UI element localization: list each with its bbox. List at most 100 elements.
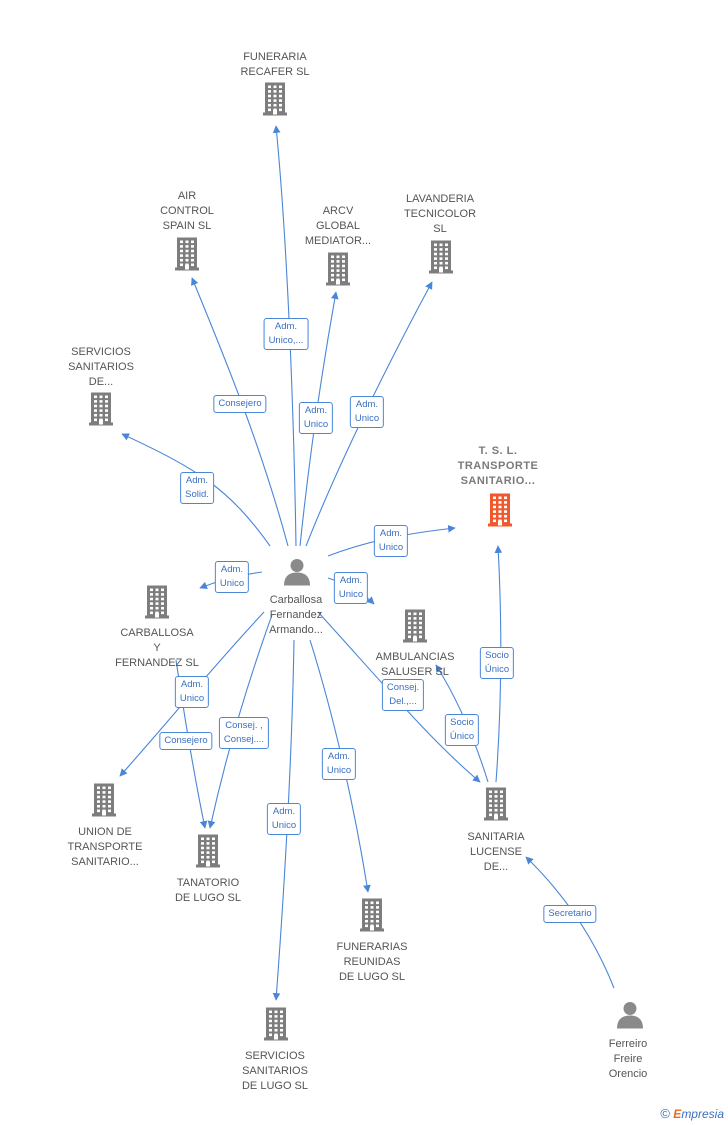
edge-label-lavanderia[interactable]: Adm. Unico [349, 396, 385, 428]
edge-label-sanitaria-ambulancias[interactable]: Socio Único [444, 714, 480, 746]
node-funeraria-recafer[interactable]: FUNERARIA RECAFER SL [240, 50, 309, 80]
edge-label-line: Secretario [548, 908, 592, 919]
edge-label-tanatorio[interactable]: Consej. , Consej.... [218, 717, 270, 749]
building-icon[interactable] [481, 786, 511, 827]
edge-label-line: Unico [219, 578, 245, 589]
edge-label-sanitaria-tsl[interactable]: Socio Único [479, 647, 515, 679]
node-line: SANITARIO... [71, 856, 139, 868]
edge-label-tsl[interactable]: Adm. Unico [373, 525, 409, 557]
node-ferreiro[interactable]: Ferreiro Freire Orencio [609, 1037, 648, 1082]
node-line: Carballosa [269, 594, 323, 606]
node-line: TRANSPORTE [67, 841, 143, 853]
node-line: FERNANDEZ SL [115, 657, 199, 669]
brand-logo-e: E [673, 1107, 682, 1121]
edge-label-line: Adm. [304, 405, 328, 416]
edge-label-servicios-lugo[interactable]: Adm. Unico [266, 803, 302, 835]
node-line: Orencio [608, 1068, 648, 1080]
node-tsl[interactable]: T. S. L. TRANSPORTE SANITARIO... [458, 444, 539, 489]
edge-label-union-consejero[interactable]: Consejero [159, 732, 213, 750]
node-arcv[interactable]: ARCV GLOBAL MEDIATOR... [305, 204, 371, 249]
edge-label-servicios-de[interactable]: Adm. Solid. [180, 472, 214, 504]
edge-label-line: Consej. , [225, 720, 263, 731]
node-line: TRANSPORTE [457, 460, 539, 472]
copyright-icon: © [660, 1106, 670, 1121]
node-line: AIR [177, 190, 197, 202]
node-line: SPAIN SL [162, 220, 212, 232]
node-line: SANITARIOS [68, 361, 134, 373]
edge-label-recafer[interactable]: Adm. Unico,... [263, 318, 309, 350]
building-icon[interactable] [426, 239, 456, 280]
node-line: UNION DE [78, 826, 132, 838]
edge-label-line: Adm. [339, 575, 363, 586]
node-servicios-sanitarios-lugo[interactable]: SERVICIOS SANITARIOS DE LUGO SL [242, 1049, 308, 1094]
edge-label-union-adm[interactable]: Adm. Unico [174, 676, 210, 708]
building-icon[interactable] [261, 1006, 291, 1047]
edge-label-line: Adm. [220, 564, 244, 575]
node-line: SERVICIOS [245, 1050, 305, 1062]
building-icon[interactable] [86, 391, 116, 432]
node-line: Armando... [269, 624, 323, 636]
edge-label-ferreiro-sanitaria[interactable]: Secretario [543, 905, 597, 923]
node-sanitaria-lucense[interactable]: SANITARIA LUCENSE DE... [467, 830, 524, 875]
node-line: Ferreiro [608, 1038, 648, 1050]
node-lavanderia[interactable]: LAVANDERIA TECNICOLOR SL [404, 192, 476, 237]
empresia-copyright: © Empresia [660, 1106, 724, 1121]
edge-label-line: Adm. [185, 475, 209, 486]
node-servicios-sanitarios-de[interactable]: SERVICIOS SANITARIOS DE... [68, 345, 134, 390]
building-icon[interactable] [142, 584, 172, 625]
edge-label-line: Unico [179, 693, 205, 704]
edge-label-carballosa-y-fernandez[interactable]: Adm. Unico [214, 561, 250, 593]
node-line: TECNICOLOR [403, 208, 477, 220]
node-line: GLOBAL [315, 220, 361, 232]
node-union-transporte[interactable]: UNION DE TRANSPORTE SANITARIO... [68, 825, 143, 870]
edge-label-line: Unico,... [268, 335, 304, 346]
building-icon-highlight[interactable] [485, 492, 515, 533]
node-line: DE LUGO SL [241, 1080, 309, 1092]
node-line: CONTROL [160, 205, 214, 217]
edge-label-arcv[interactable]: Adm. Unico [298, 402, 334, 434]
edge-label-line: Unico [303, 419, 329, 430]
edge-label-line: Único [484, 664, 510, 675]
edge-label-line: Unico [326, 765, 352, 776]
building-icon[interactable] [323, 251, 353, 292]
edge-label-line: Consej. [386, 682, 420, 693]
building-icon[interactable] [89, 782, 119, 823]
building-icon[interactable] [357, 897, 387, 938]
node-line: LUCENSE [470, 846, 522, 858]
edge-label-line: Adm. [355, 399, 379, 410]
node-line: MEDIATOR... [304, 235, 372, 247]
edge-label-line: Socio [485, 650, 509, 661]
edge-label-line: Adm. [180, 679, 204, 690]
edge-label-line: Consejero [218, 398, 262, 409]
node-line: SERVICIOS [71, 346, 131, 358]
node-line: DE LUGO SL [174, 892, 242, 904]
node-line: SANITARIOS [242, 1065, 308, 1077]
edge-label-line: Consej.... [223, 734, 265, 745]
node-line: SALUSER SL [381, 666, 449, 678]
node-ambulancias-saluser[interactable]: AMBULANCIAS SALUSER SL [376, 650, 455, 680]
node-center-person[interactable]: Carballosa Fernandez Armando... [269, 593, 323, 638]
edge-label-ambulancias-consej[interactable]: Consej. Del.,... [381, 679, 425, 711]
edge-label-ambulancias[interactable]: Adm. Unico [333, 572, 369, 604]
edge-label-line: Unico [271, 820, 297, 831]
edge-label-funerarias-reunidas[interactable]: Adm. Unico [321, 748, 357, 780]
person-icon[interactable] [615, 1000, 645, 1035]
node-tanatorio[interactable]: TANATORIO DE LUGO SL [175, 876, 241, 906]
edge-label-line: Socio [450, 717, 474, 728]
node-line: ARCV [322, 205, 354, 217]
node-line: LAVANDERIA [405, 193, 475, 205]
node-carballosa-y-fernandez[interactable]: CARBALLOSA Y FERNANDEZ SL [115, 626, 199, 671]
node-line: AMBULANCIAS [375, 651, 455, 663]
building-icon[interactable] [260, 81, 290, 122]
node-line: DE... [88, 376, 114, 388]
building-icon[interactable] [172, 236, 202, 277]
person-icon[interactable] [282, 557, 312, 592]
building-icon[interactable] [193, 833, 223, 874]
edge-label-air-control[interactable]: Consejero [213, 395, 267, 413]
node-line: DE LUGO SL [338, 971, 406, 983]
node-line: Fernandez [269, 609, 323, 621]
node-funerarias-reunidas[interactable]: FUNERARIAS REUNIDAS DE LUGO SL [337, 940, 408, 985]
node-line: Y [153, 642, 161, 654]
node-air-control[interactable]: AIR CONTROL SPAIN SL [160, 189, 214, 234]
building-icon[interactable] [400, 608, 430, 649]
